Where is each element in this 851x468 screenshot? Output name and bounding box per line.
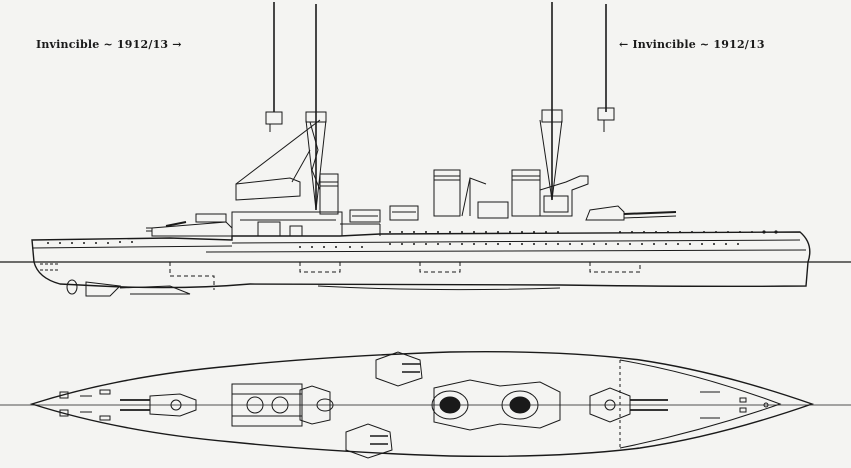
- fore-funnel: [511, 169, 541, 217]
- aft-deckhouse: [231, 211, 343, 237]
- keel: [317, 285, 561, 291]
- plan-hull-outline: [29, 350, 815, 458]
- wing-turret-starboard: [345, 423, 393, 459]
- fore-mast: [539, 2, 615, 201]
- wing-turret-port: [375, 351, 423, 387]
- stern-fittings: [59, 389, 111, 421]
- aft-turret-side: [146, 213, 233, 237]
- searchlight-platform: [235, 177, 301, 201]
- bridge: [539, 175, 589, 217]
- deck-line: [231, 239, 801, 244]
- rudder: [85, 281, 122, 297]
- funnels-plan: [431, 379, 561, 431]
- center-funnel: [433, 169, 461, 217]
- fore-turret-plan: [589, 387, 668, 423]
- hull-outline: [31, 231, 811, 289]
- crane: [461, 177, 487, 217]
- portholes: [47, 230, 778, 248]
- plan-view: [0, 350, 851, 459]
- aft-superstructure-plan: [231, 383, 303, 427]
- side-profile: [0, 2, 851, 297]
- aft-mast: [265, 2, 327, 211]
- propeller: [66, 279, 78, 295]
- aft-funnel: [319, 173, 339, 215]
- underwater-details: [169, 262, 641, 290]
- caption-left: Invincible ~ 1912/13 →: [36, 38, 182, 51]
- fore-turret-side: [585, 205, 677, 221]
- bow-fittings: [700, 391, 769, 419]
- aft-turret-plan: [120, 393, 197, 417]
- caption-right: ← Invincible ~ 1912/13: [619, 38, 765, 51]
